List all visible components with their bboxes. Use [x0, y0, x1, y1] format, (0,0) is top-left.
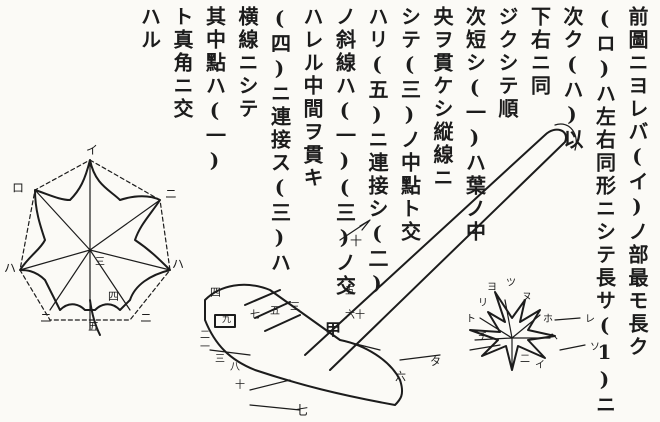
small-leaf-label-4: ト — [466, 314, 476, 325]
axe-num-7: 八 — [230, 362, 240, 373]
leaf-figure: イ ロ ハ ハ ニ ニ ニ 四 五 三 — [4, 143, 184, 336]
text-column: 横線ニシテ — [235, 6, 259, 121]
leaf-label-san: 三 — [95, 257, 105, 268]
axe-label-blade: 甲 — [325, 320, 341, 339]
axe-label-bottom: 七 — [295, 404, 308, 419]
small-leaf-label-1: ツ — [506, 278, 516, 289]
leaf-label-i: イ — [86, 143, 98, 157]
axe-grooves — [244, 289, 301, 332]
text-column: 其中點ハ(一) — [202, 6, 227, 175]
text-column: ハリ(五)ニ連接シ(二) — [365, 6, 389, 298]
axe-num-12: タ — [430, 355, 441, 368]
axe-arrows — [209, 219, 501, 411]
text-column: 前圖ニヨレバ(イ)ノ部最モ長ク — [625, 6, 649, 359]
axe-label-top: 四 — [210, 286, 221, 299]
axe-num-2: 五 — [270, 306, 280, 317]
axe-num-8: 十 — [235, 378, 245, 391]
leaf-outline — [19, 159, 171, 311]
leaf-label-ro: ロ — [12, 181, 24, 195]
axe-eye — [214, 314, 236, 328]
text-column: (四)ニ連接ス(三)ハ — [267, 6, 292, 275]
text-column: ハル — [137, 6, 162, 52]
small-leaf-label-9: ソ — [590, 342, 600, 353]
text-column: ノ斜線ハ(一)(三)ノ交 — [332, 6, 357, 298]
leaf-label-ni-3: ニ — [140, 311, 152, 325]
axe-num-11: 六 — [395, 370, 406, 383]
leaf-label-ni-2: ニ — [40, 311, 52, 325]
small-leaf-label-7: ヘ — [548, 332, 558, 343]
small-leaf-outline — [469, 291, 556, 371]
text-column: 下右ニ同 — [527, 6, 552, 98]
leaf-label-ha-right: ハ — [172, 257, 184, 271]
leaf-label-ha-left: ハ — [4, 261, 16, 275]
axe-num-9: 六十 — [345, 308, 365, 321]
axe-blade — [204, 283, 404, 406]
small-leaf-label-2: リ — [478, 298, 488, 309]
axe-num-4: 二 — [200, 330, 210, 341]
small-leaf-label-10: 二 — [520, 354, 530, 365]
axe-figure: 十 甲 四 九 七 五 三 二 一 三 八 十 六十 五 六 タ 七 — [200, 123, 577, 419]
text-column: ハレル中間ヲ貫キ — [300, 6, 324, 190]
leaf-label-go: 五 — [88, 320, 99, 333]
axe-num-3: 三 — [290, 302, 300, 313]
small-leaf-label-5: チ — [478, 331, 488, 343]
leaf-veins — [19, 159, 171, 331]
small-leaf-veins — [474, 299, 551, 369]
text-column: 次ク(ハ)以 — [560, 6, 584, 152]
leaf-stem — [89, 299, 101, 336]
text-column: シテ(三)ノ中點ト交 — [397, 6, 422, 244]
axe-num-0: 九 — [222, 314, 231, 325]
leaf-label-shi: 四 — [108, 290, 119, 303]
text-column: 央ヲ貫ケシ縦線ニ — [430, 6, 454, 190]
hexagon-outline — [19, 159, 171, 321]
small-leaf-label-0: ヨ — [487, 282, 497, 293]
axe-num-6: 三 — [215, 354, 225, 365]
axe-label-handle: 十 — [350, 234, 362, 248]
axe-num-1: 七 — [250, 309, 260, 321]
axe-num-10: 五 — [345, 286, 355, 297]
small-leaf-label-3: ヌ — [522, 292, 532, 303]
small-leaf-label-11: イ — [535, 360, 545, 371]
axe-handle — [304, 128, 567, 371]
text-column: (ロ)ハ左右同形ニシテ長サ(1)ニ — [592, 6, 617, 417]
leaf-label-ni-1: ニ — [165, 187, 177, 201]
small-leaf: ヨ ツ リ ヌ ト チ ホ ヘ レ ソ 二 イ — [466, 278, 600, 371]
text-column: ト真角ニ交 — [170, 6, 194, 121]
text-column: 次短シ(一)ハ葉ノ中 — [462, 6, 487, 244]
text-column: ジクシテ順 — [495, 6, 519, 121]
small-leaf-label-8: レ — [585, 314, 595, 325]
small-leaf-label-6: ホ — [543, 313, 553, 325]
axe-top-hook — [554, 123, 577, 151]
axe-num-5: 一 — [200, 342, 210, 353]
small-leaf-arrows — [554, 317, 586, 351]
